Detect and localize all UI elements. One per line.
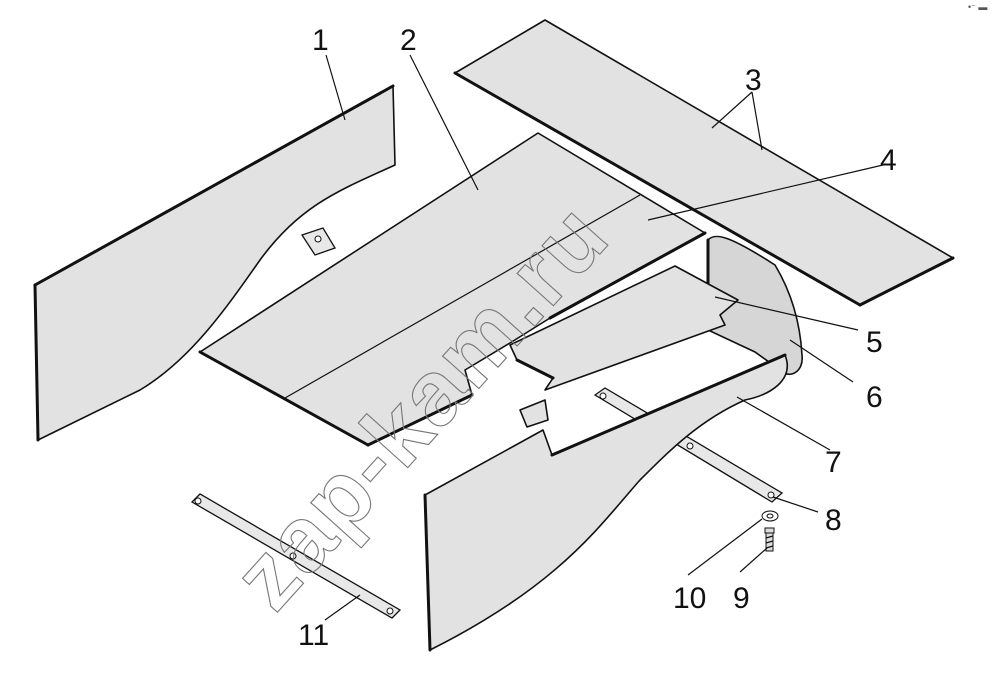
callout-5: 5 — [866, 326, 883, 359]
part-8-rear-strip — [300, 227, 336, 256]
callout-7: 7 — [825, 446, 842, 479]
part-10-washer — [761, 510, 779, 522]
part-3-top-long-panel — [453, 19, 955, 307]
corner-mark: •⁻ ▬ — [968, 2, 987, 12]
callout-labels: 1 2 3 4 5 6 7 8 9 10 11 — [298, 24, 897, 652]
callout-9: 9 — [733, 582, 750, 615]
callout-11: 11 — [298, 619, 329, 652]
leader-lines — [324, 54, 884, 621]
callout-10: 10 — [673, 582, 706, 615]
callout-8: 8 — [825, 504, 842, 537]
part-11-front-strip — [190, 493, 402, 619]
part-9-bolt — [764, 527, 775, 552]
callout-3: 3 — [745, 64, 762, 97]
callout-6: 6 — [866, 381, 883, 414]
callout-2: 2 — [400, 24, 417, 57]
part-1-left-side-panel — [33, 84, 396, 442]
part-2-main-floor-panel — [198, 132, 707, 447]
part-5-inner-floor-plate — [509, 265, 739, 391]
callout-1: 1 — [312, 24, 329, 57]
callout-4: 4 — [880, 144, 897, 177]
part-7-right-side-panel — [423, 353, 788, 652]
